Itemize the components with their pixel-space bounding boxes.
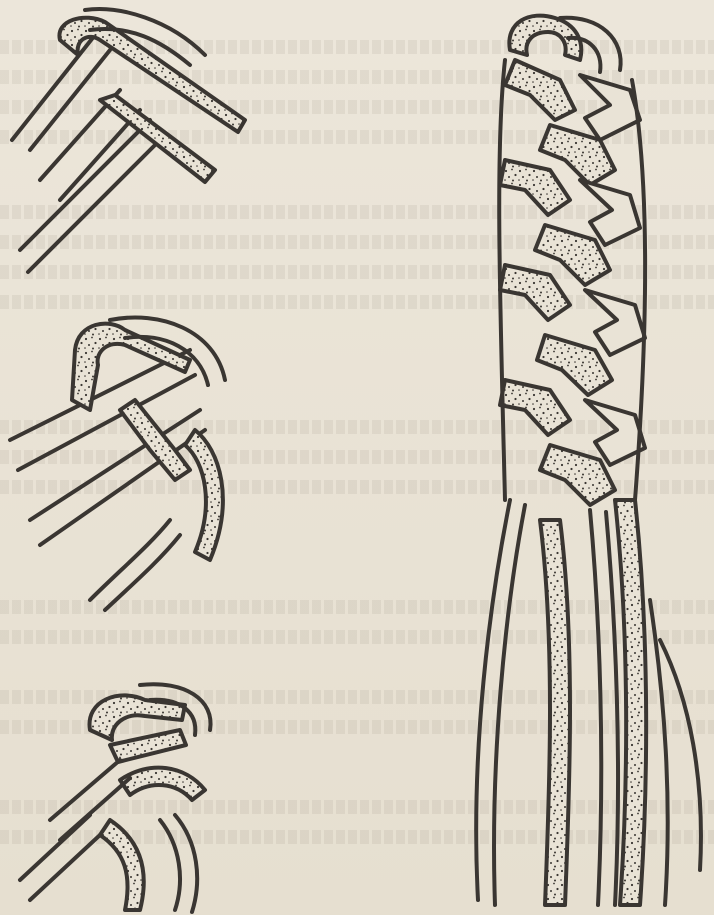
- strand-speckled: [500, 380, 570, 435]
- strand-speckled: [505, 60, 575, 120]
- strand-speckled: [120, 768, 205, 800]
- strand-plain: [30, 835, 100, 900]
- strand-speckled: [100, 820, 144, 910]
- strand-plain: [585, 290, 645, 355]
- strand-speckled: [120, 400, 190, 480]
- strand-speckled: [540, 520, 570, 905]
- strand-speckled: [615, 500, 646, 905]
- strand-speckled: [110, 730, 186, 762]
- braid-step-3: [20, 684, 211, 912]
- braid-step-1: [12, 9, 245, 272]
- braid-finished: [476, 16, 701, 905]
- strand-speckled: [59, 18, 245, 132]
- strand-plain: [585, 400, 645, 465]
- strand-speckled: [500, 160, 570, 215]
- strand-speckled: [185, 430, 223, 560]
- strand-speckled: [500, 265, 570, 320]
- strand-plain: [40, 430, 205, 545]
- strand-plain: [20, 815, 90, 880]
- strand-plain: [650, 600, 668, 905]
- strand-plain: [160, 820, 180, 910]
- braid-step-2: [10, 318, 225, 611]
- strand-plain: [590, 510, 601, 905]
- strand-plain: [50, 760, 120, 820]
- strand-plain: [606, 512, 618, 905]
- strand-plain: [580, 180, 640, 245]
